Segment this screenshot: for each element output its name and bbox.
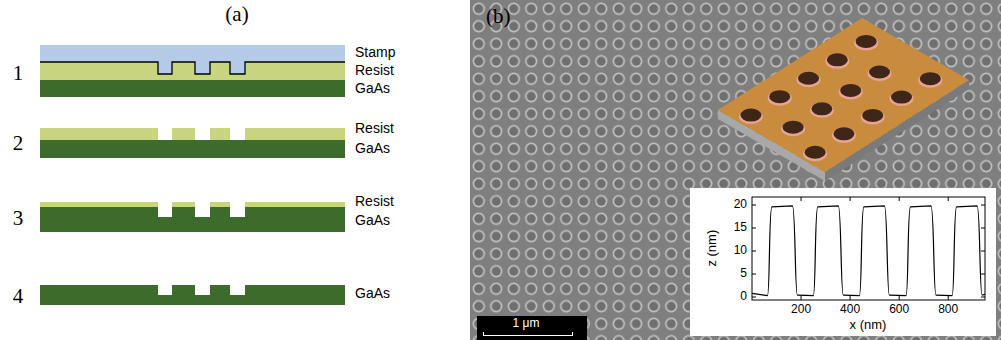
hole	[856, 35, 877, 48]
tick	[899, 197, 900, 201]
layer-label: Stamp	[355, 45, 395, 60]
hole	[811, 102, 832, 115]
tick	[752, 274, 756, 275]
scale-bar: 1 μm	[477, 316, 587, 340]
layer-label: 5	[740, 267, 747, 280]
hole-rim	[768, 91, 792, 106]
layer-label: GaAs	[355, 141, 390, 156]
plot-frame	[752, 197, 985, 300]
gaas-layer	[40, 207, 345, 232]
afm-holes	[739, 35, 942, 161]
hole	[827, 53, 848, 66]
panel-label: 4	[13, 285, 24, 308]
layer-label: 600	[889, 303, 909, 316]
hole-rim	[797, 72, 821, 87]
resist-layer	[172, 202, 195, 207]
tick	[948, 197, 949, 201]
resist-layer	[40, 128, 158, 140]
panel-label: (a)	[225, 3, 248, 26]
gaas-layer	[40, 140, 345, 158]
hole	[769, 90, 790, 103]
resist-layer	[210, 202, 230, 207]
tick	[752, 297, 756, 298]
gaas-layer	[40, 80, 345, 97]
panel-label: 2	[13, 132, 24, 155]
hole	[805, 146, 826, 159]
layer-label: Resist	[355, 121, 394, 136]
stamp-outline	[40, 62, 345, 74]
layer-label: 0	[740, 290, 747, 303]
layer-label: GaAs	[355, 213, 390, 228]
tick	[801, 296, 802, 300]
tick	[899, 296, 900, 300]
layer-label: GaAs	[355, 81, 390, 96]
panel-label: (b)	[486, 5, 511, 28]
scale-line	[483, 332, 573, 336]
layer-label: 20	[734, 198, 747, 211]
hole-rim	[803, 146, 827, 161]
hole-rim	[839, 84, 863, 99]
gaas-layer	[40, 285, 345, 305]
layer-label: 15	[734, 221, 747, 234]
tick	[752, 251, 756, 252]
layer-label: x (nm)	[850, 318, 887, 332]
tick	[850, 197, 851, 201]
layer-label: 200	[791, 303, 811, 316]
hole	[798, 72, 819, 85]
height-profile	[752, 206, 985, 296]
tick	[981, 251, 985, 252]
scale-text: 1 μm	[477, 316, 587, 330]
layer-label: 800	[938, 303, 958, 316]
hole-rim	[832, 128, 856, 143]
afm-surface	[718, 18, 969, 172]
tick	[801, 197, 802, 201]
tick	[981, 297, 985, 298]
hole-rim	[739, 109, 763, 124]
hole	[869, 66, 890, 79]
tick	[981, 228, 985, 229]
hole-rim	[810, 103, 834, 118]
afm-side	[825, 80, 969, 181]
tick	[981, 205, 985, 206]
resist-layer	[40, 202, 158, 207]
plot-inset	[690, 188, 996, 336]
hole	[833, 127, 854, 140]
panel-label: 1	[13, 62, 24, 85]
hole-rim	[890, 91, 914, 106]
hole	[740, 109, 761, 122]
resist-layer	[245, 202, 345, 207]
sem-image	[470, 0, 1001, 340]
hole-rim	[918, 73, 942, 88]
hole-rim	[781, 121, 805, 136]
hole	[840, 84, 861, 97]
tick	[948, 296, 949, 300]
resist-layer	[40, 62, 345, 80]
hole-rim	[868, 66, 892, 81]
tick	[981, 274, 985, 275]
hole-rim	[861, 109, 885, 124]
axis-label: z (nm)	[705, 230, 719, 267]
resist-layer	[172, 128, 195, 140]
hole-rim	[825, 54, 849, 69]
resist-layer	[245, 128, 345, 140]
layer-label: 400	[840, 303, 860, 316]
hole	[920, 72, 941, 85]
hole	[862, 109, 883, 122]
layer-label: 10	[734, 244, 747, 257]
layer-label: GaAs	[355, 286, 390, 301]
tick	[752, 205, 756, 206]
axis-ticks	[752, 197, 985, 300]
tick	[850, 296, 851, 300]
panel-label: 3	[13, 207, 24, 230]
hole-rim	[854, 35, 878, 50]
tick	[752, 228, 756, 229]
layer-label: Resist	[355, 194, 394, 209]
resist-layer	[210, 128, 230, 140]
hole	[783, 121, 804, 134]
hole	[891, 91, 912, 104]
layer-label: Resist	[355, 63, 394, 78]
stamp-layer	[40, 45, 345, 74]
